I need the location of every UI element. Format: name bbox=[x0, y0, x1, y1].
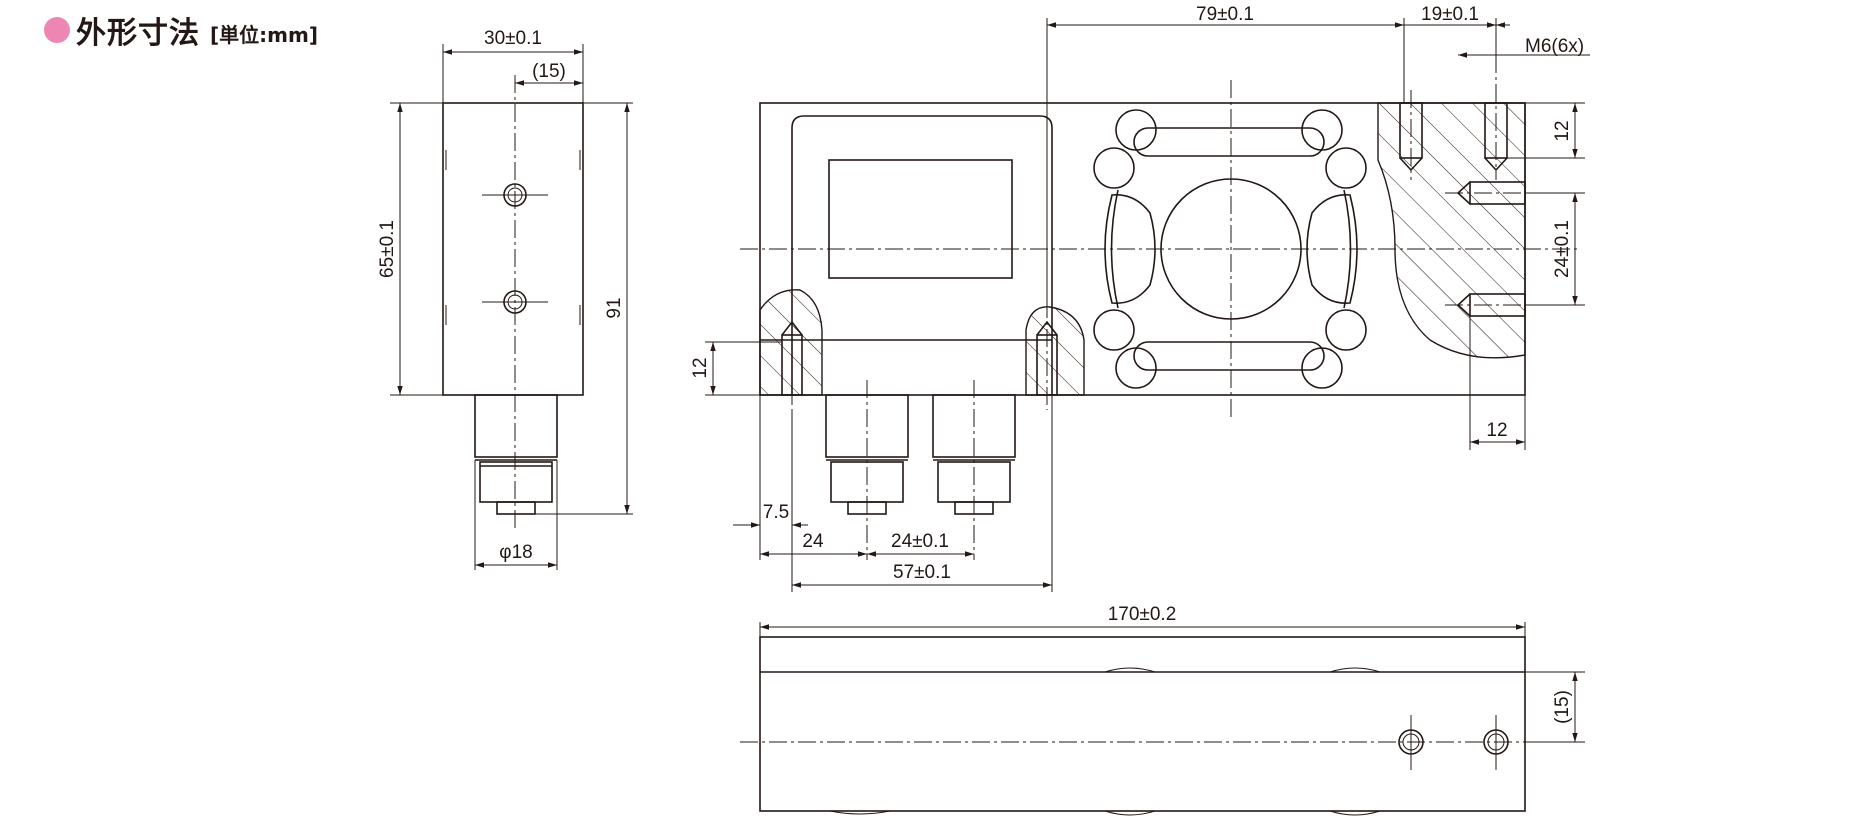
dim-length-170: 170±0.2 bbox=[1108, 604, 1177, 625]
top-view-body bbox=[759, 636, 1526, 812]
drawing-heading: 外形寸法 [単位:mm] bbox=[44, 10, 318, 51]
dim-height-65: 65±0.1 bbox=[377, 220, 398, 278]
dim-width-79: 79±0.1 bbox=[1196, 4, 1254, 25]
end-view-connector bbox=[474, 394, 558, 458]
front-view: 79±0.1 19±0.1 M6(6x) 12 24±0.1 12 12 bbox=[690, 4, 1590, 592]
dim-depth-12-left: 12 bbox=[690, 357, 711, 378]
dim-pitch-24: 24±0.1 bbox=[1552, 220, 1573, 278]
dim-offset-24: 24 bbox=[802, 531, 824, 552]
dim-pitch-24-bottom: 24±0.1 bbox=[891, 531, 949, 552]
dim-width-19: 19±0.1 bbox=[1421, 4, 1479, 25]
dim-dia-18: φ18 bbox=[499, 542, 532, 563]
end-view: 30±0.1 (15) 65±0.1 91 φ18 bbox=[377, 28, 633, 570]
dim-depth-12-right: 12 bbox=[1552, 120, 1573, 141]
top-view: 170±0.2 (15) bbox=[740, 604, 1585, 816]
display-housing bbox=[791, 115, 1053, 395]
dim-offset-7-5: 7.5 bbox=[763, 502, 789, 523]
dim-offset-15-side: (15) bbox=[1552, 690, 1573, 724]
dim-height-91: 91 bbox=[604, 297, 625, 318]
dim-offset-15-top: (15) bbox=[532, 61, 566, 82]
end-view-body bbox=[442, 102, 584, 396]
heading-title: 外形寸法 bbox=[76, 16, 200, 51]
dim-width-30: 30±0.1 bbox=[484, 28, 542, 49]
bullet-icon bbox=[44, 17, 70, 43]
dim-width-57: 57±0.1 bbox=[893, 562, 951, 583]
dim-depth-12-bottom: 12 bbox=[1486, 420, 1507, 441]
heading-unit: [単位:mm] bbox=[210, 22, 318, 47]
display-window bbox=[828, 159, 1013, 279]
dim-thread-m6: M6(6x) bbox=[1525, 36, 1584, 57]
